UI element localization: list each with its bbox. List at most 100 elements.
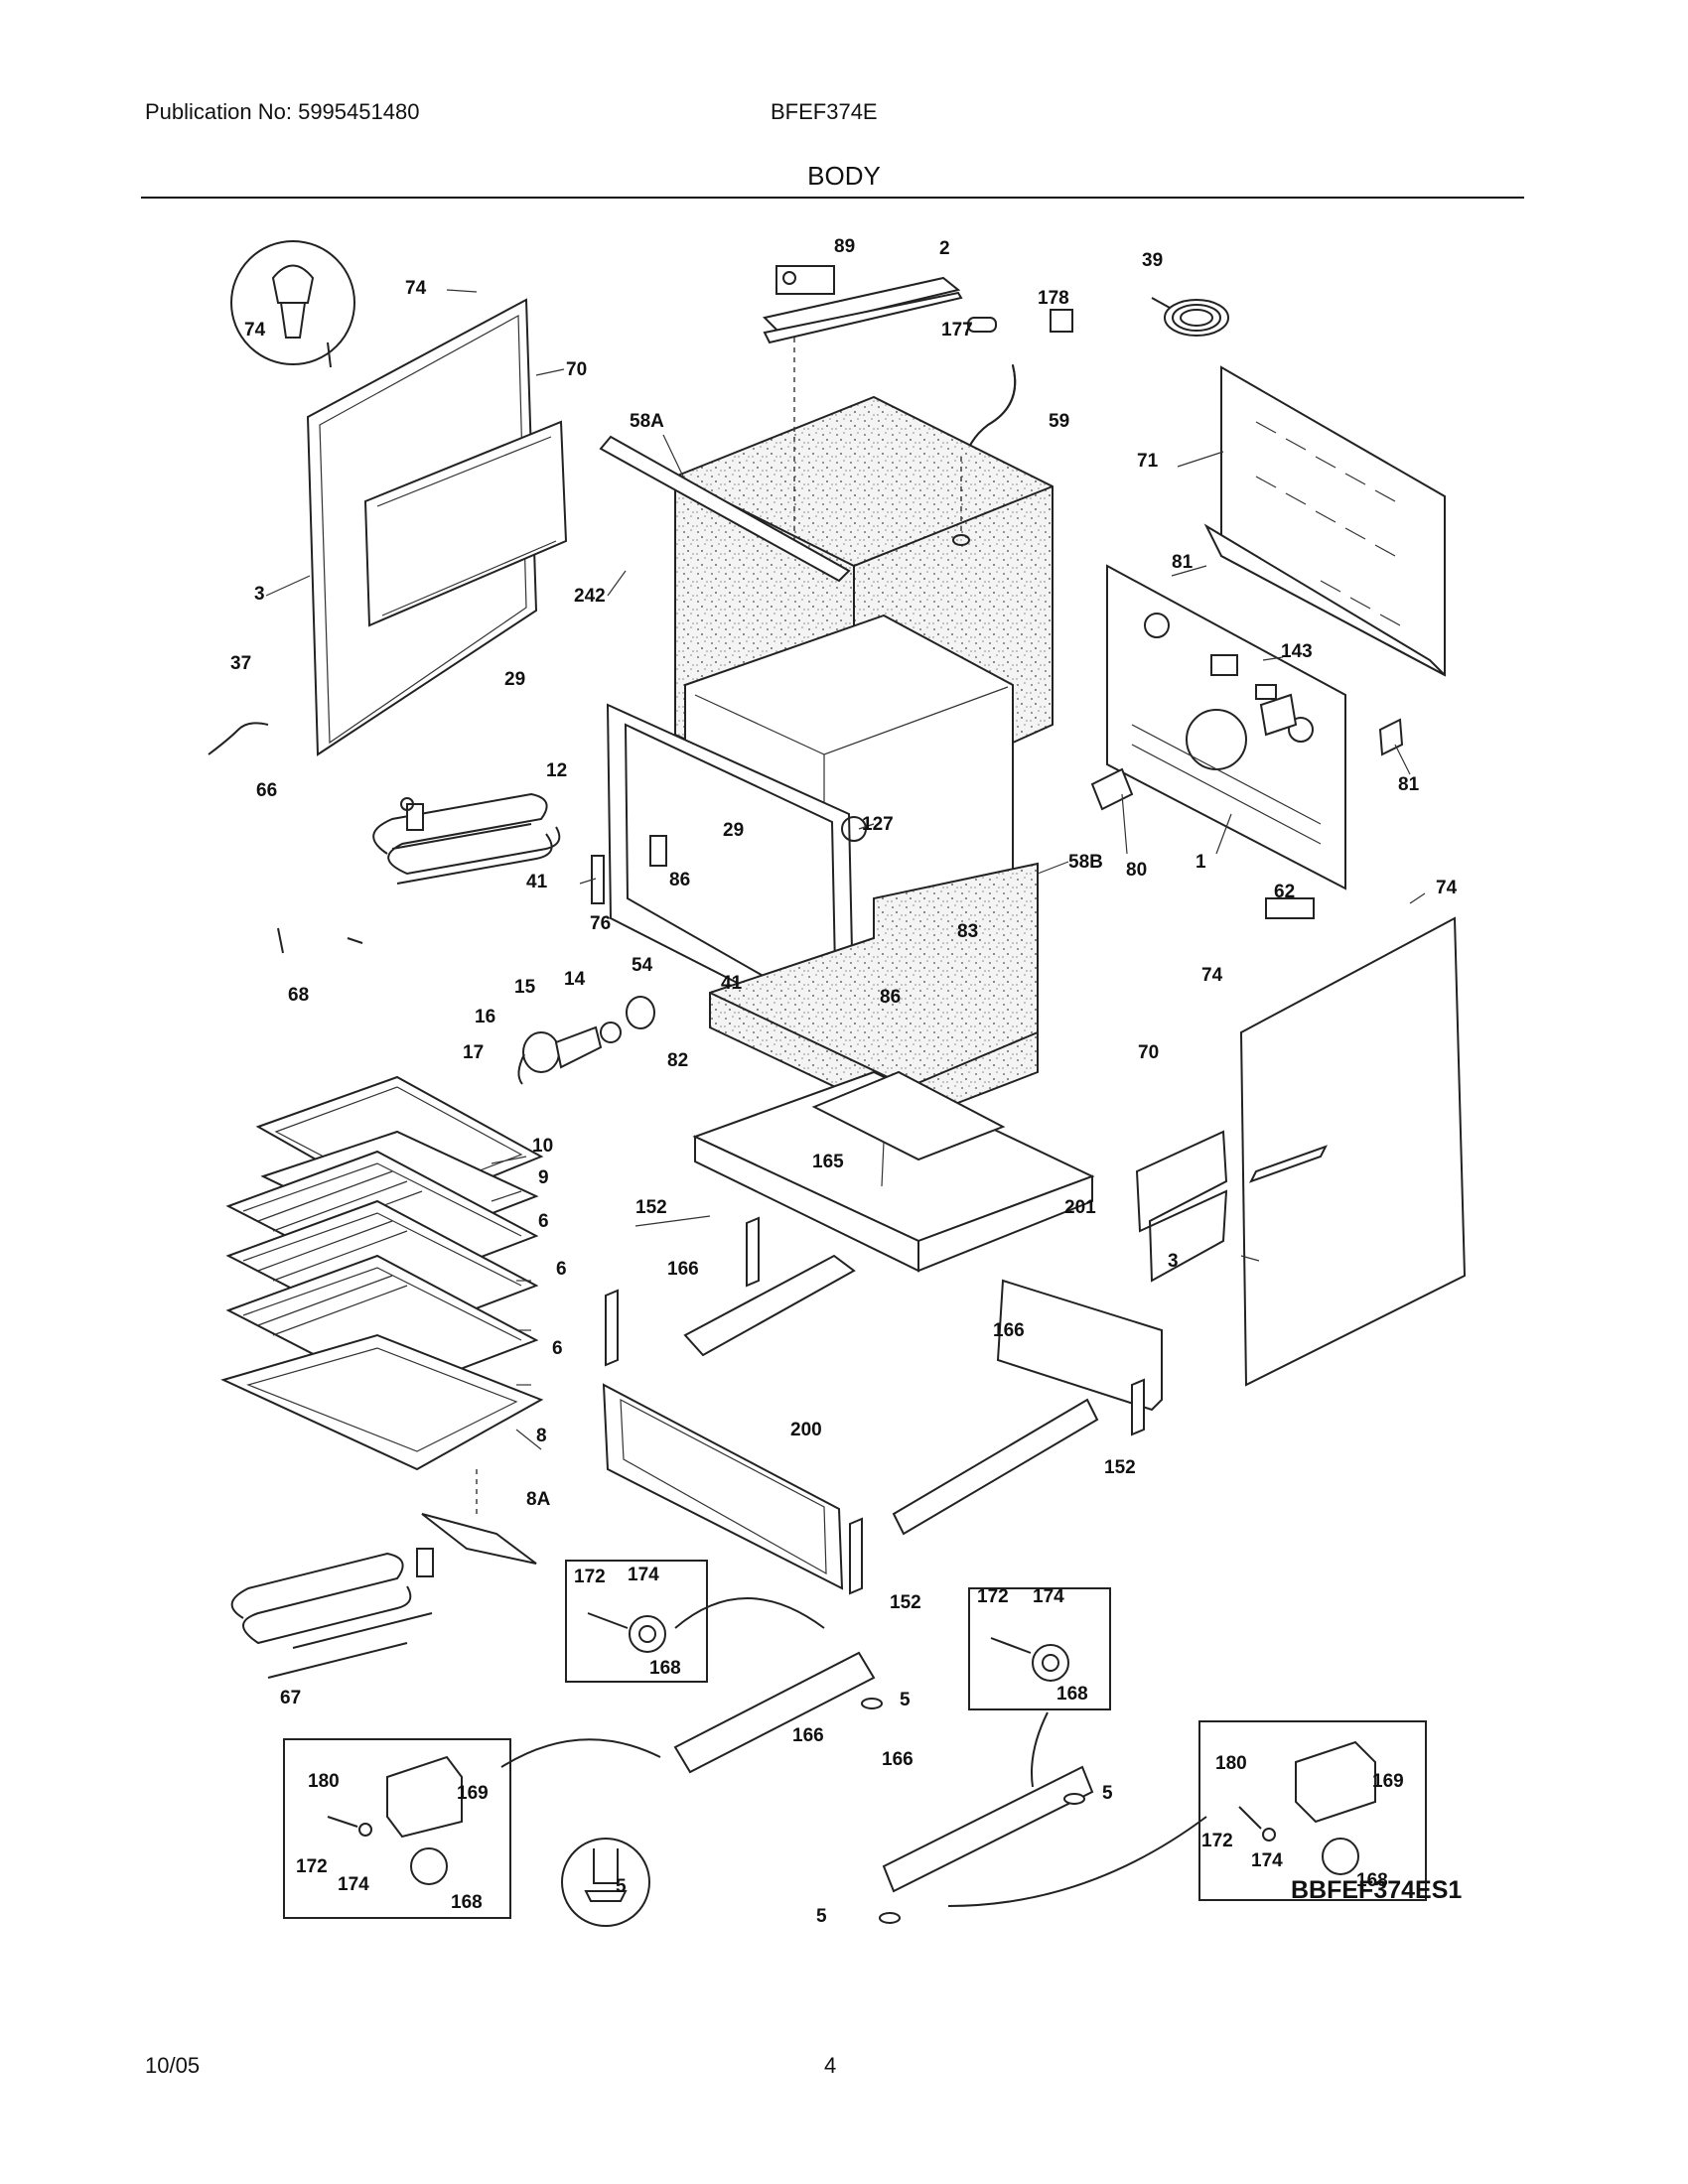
part-label: 6 [552, 1338, 563, 1359]
part-label: 58A [630, 411, 664, 432]
side-bracket [363, 420, 568, 627]
part-label: 16 [475, 1007, 495, 1027]
part-label: 172 [1201, 1831, 1233, 1851]
part-label: 39 [1142, 250, 1163, 271]
part-label: 10 [532, 1136, 553, 1157]
drawer-slide [683, 1254, 856, 1357]
part-label: 168 [1056, 1684, 1088, 1705]
caster-detail-box-1 [283, 1738, 511, 1919]
part-label: 3 [1168, 1251, 1179, 1272]
lower-insulation [709, 862, 1039, 1124]
part-label: 127 [862, 814, 894, 835]
part-label: 152 [635, 1197, 667, 1218]
part-label: 152 [1104, 1457, 1136, 1478]
part-label: 152 [890, 1592, 921, 1613]
part-label: 166 [882, 1749, 914, 1770]
part-label: 41 [721, 973, 743, 994]
part-label: 242 [574, 586, 606, 607]
part-label: 89 [834, 236, 855, 257]
part-label: 180 [308, 1771, 340, 1792]
part-label: 74 [1436, 878, 1458, 898]
diagram-code: BBFEF374ES1 [1291, 1876, 1462, 1904]
part-label: 66 [256, 780, 277, 801]
part-label: 29 [504, 669, 525, 690]
part-label: 169 [457, 1783, 489, 1804]
part-label: 81 [1172, 552, 1194, 573]
part-label: 6 [538, 1211, 549, 1232]
part-label: 9 [538, 1167, 549, 1188]
part-label: 80 [1126, 860, 1147, 881]
wheel-detail-box-2 [968, 1587, 1111, 1710]
part-label: 70 [1138, 1042, 1159, 1063]
part-label: 83 [957, 921, 978, 942]
broil-element [372, 792, 561, 885]
part-label: 172 [574, 1567, 606, 1587]
part-label: 41 [526, 872, 548, 892]
part-label: 168 [1356, 1870, 1388, 1891]
part-label: 17 [463, 1042, 484, 1063]
part-label: 70 [566, 359, 587, 380]
part-label: 172 [977, 1586, 1009, 1607]
part-label: 201 [1064, 1197, 1096, 1218]
part-label: 82 [667, 1050, 688, 1071]
model-number: BFEF374E [771, 99, 878, 124]
part-label: 174 [338, 1874, 369, 1895]
part-label: 76 [590, 913, 611, 934]
part-label: 2 [939, 238, 950, 259]
power-cord-coil [1151, 297, 1229, 337]
part-label: 5 [1102, 1783, 1113, 1804]
part-label: 68 [288, 985, 309, 1006]
publication-number: Publication No: 5995451480 [145, 99, 420, 124]
part-label: 6 [556, 1259, 567, 1280]
part-label: 174 [628, 1565, 659, 1585]
page-number: 4 [824, 2053, 837, 2078]
part-label: 74 [1201, 965, 1223, 986]
part-label: 169 [1372, 1771, 1404, 1792]
top-rail [763, 276, 961, 335]
part-label: 5 [616, 1876, 627, 1897]
part-label: 14 [564, 969, 586, 990]
part-label: 54 [632, 955, 653, 976]
drawer-frame [602, 1383, 844, 1590]
part-label: 177 [941, 320, 973, 341]
screw-detail-callout [230, 240, 355, 368]
part-label: 166 [993, 1320, 1025, 1341]
bake-element [230, 1552, 433, 1679]
part-label: 165 [812, 1152, 844, 1172]
part-label: 8 [536, 1426, 547, 1446]
part-label: 5 [900, 1690, 911, 1710]
part-label: 180 [1215, 1753, 1247, 1774]
part-label: 29 [723, 820, 744, 841]
part-label: 67 [280, 1688, 301, 1708]
part-label: 1 [1196, 852, 1206, 873]
part-label: 86 [669, 870, 690, 890]
part-label: 62 [1274, 882, 1295, 902]
part-label: 178 [1038, 288, 1069, 309]
right-side-panel [1239, 916, 1467, 1387]
part-label: 3 [254, 584, 265, 605]
part-label: 200 [790, 1420, 822, 1440]
part-label: 174 [1033, 1586, 1064, 1607]
back-wall [1106, 564, 1346, 890]
part-label: 15 [514, 977, 536, 998]
part-label: 81 [1398, 774, 1420, 795]
part-label: 168 [451, 1892, 483, 1913]
part-label: 71 [1137, 451, 1159, 472]
oven-racks [225, 1075, 544, 1397]
part-label: 86 [880, 987, 901, 1008]
part-label: 8A [526, 1489, 551, 1510]
oven-light-assembly [517, 996, 655, 1085]
part-label: 12 [546, 760, 567, 781]
part-label: 172 [296, 1856, 328, 1877]
part-label: 58B [1068, 852, 1103, 873]
part-label: 5 [816, 1906, 827, 1927]
part-label: 166 [667, 1259, 699, 1280]
part-label: 37 [230, 653, 251, 674]
header-rule [141, 197, 1524, 199]
part-number-labels: 89 2 39 178 177 59 74 74 58A 70 71 3 242… [230, 236, 1458, 1927]
caster-detail-box-2 [1198, 1720, 1427, 1901]
part-label: 166 [792, 1725, 824, 1746]
part-label: 168 [649, 1658, 681, 1679]
wheel-detail-box-1 [565, 1560, 708, 1683]
